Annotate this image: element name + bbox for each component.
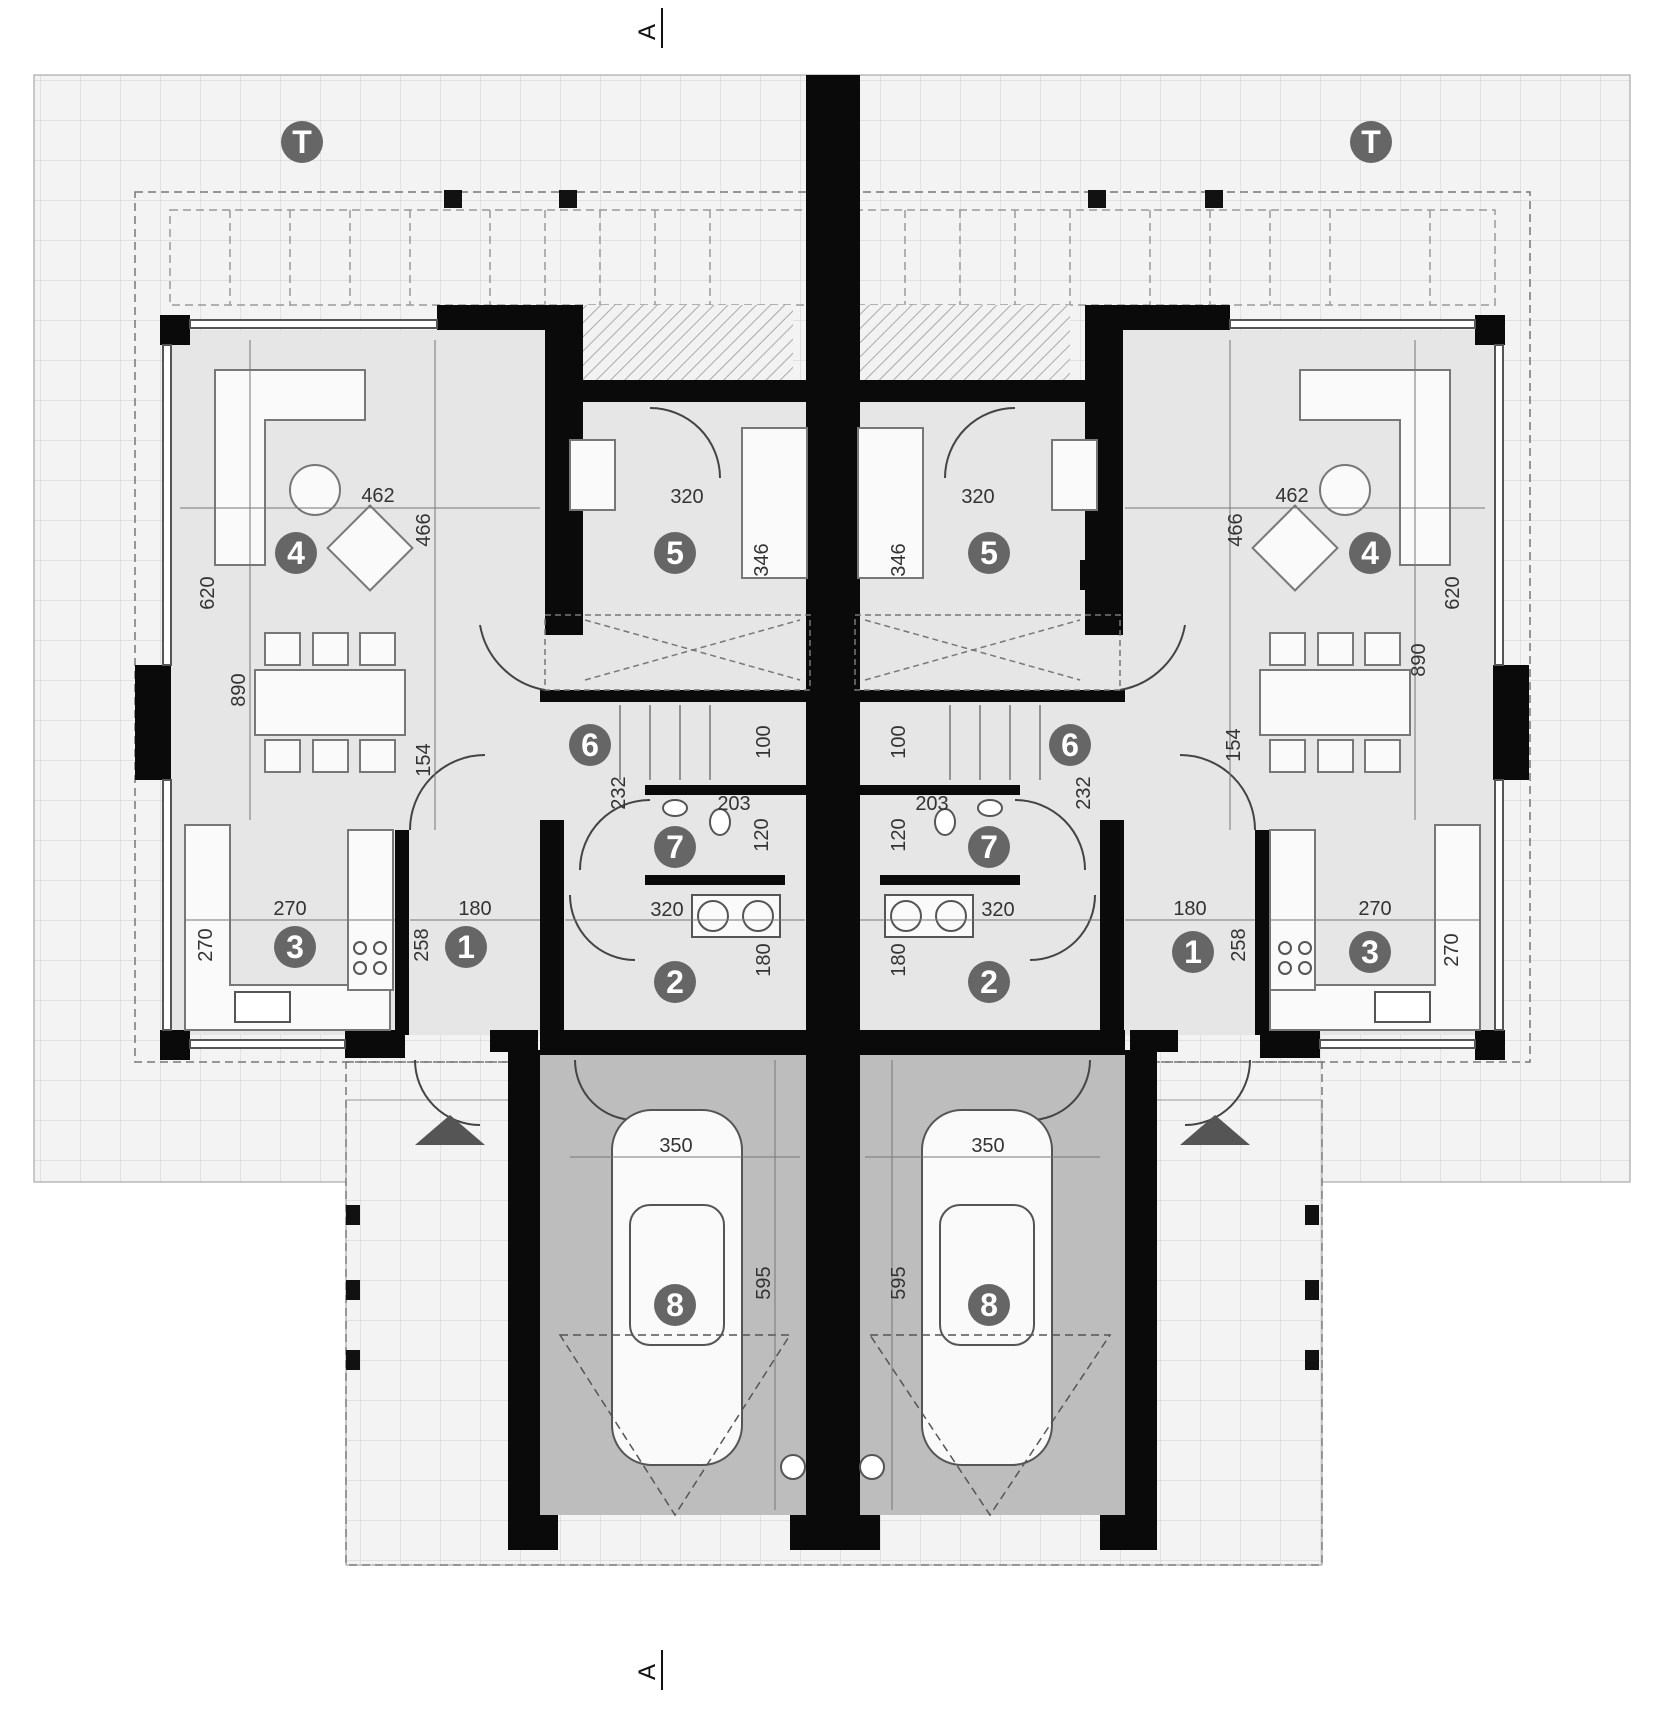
car xyxy=(611,1109,1053,1466)
dimension-labels-left: 462 466 620 890 154 320 346 100 232 203 … xyxy=(195,485,775,1300)
dim-stair: 100 xyxy=(888,725,910,758)
room-badges-right: 4 5 6 7 3 1 2 8 xyxy=(968,532,1391,1326)
dimension-lines xyxy=(180,340,1485,1510)
dim-living-width: 462 xyxy=(361,485,394,507)
dim-entrance-depth: 258 xyxy=(411,928,433,961)
doors xyxy=(409,407,1256,1126)
dim-wc-height: 232 xyxy=(1073,776,1095,809)
room-badge: 2 xyxy=(666,964,684,1000)
dim-living-outer: 620 xyxy=(1442,576,1464,609)
dim-entrance-width: 180 xyxy=(458,898,491,920)
room-badge: 1 xyxy=(457,929,475,965)
dimension-labels-right: 462 466 620 890 154 320 346 100 232 203 … xyxy=(888,485,1464,1300)
dim-room5-depth: 346 xyxy=(751,543,773,576)
dim-room5-width: 320 xyxy=(670,486,703,508)
dim-wc-depth: 120 xyxy=(751,818,773,851)
entrance-arrow xyxy=(415,1115,1250,1145)
room-badge: 4 xyxy=(287,535,305,571)
dim-hall2-depth: 180 xyxy=(753,943,775,976)
room-badge: 4 xyxy=(1361,535,1379,571)
stair-treads xyxy=(619,705,1041,780)
floor-drain xyxy=(780,1454,885,1480)
room-badge: 8 xyxy=(980,1287,998,1323)
room-badges-left: 4 5 6 7 3 1 2 8 xyxy=(274,532,696,1326)
dim-living-width: 462 xyxy=(1275,485,1308,507)
dim-garage-width: 350 xyxy=(971,1135,1004,1157)
dim-living-depth: 466 xyxy=(413,513,435,546)
dim-living-inner: 890 xyxy=(228,673,250,706)
garage-door-swing xyxy=(558,1334,1112,1517)
wc-fixtures xyxy=(662,799,1003,836)
room-badge: 3 xyxy=(286,929,304,965)
room-badge: 2 xyxy=(980,964,998,1000)
roof-outline xyxy=(134,191,1531,1063)
dim-entrance-depth: 258 xyxy=(1228,928,1250,961)
dim-stair: 100 xyxy=(753,725,775,758)
dim-wc-depth: 120 xyxy=(888,818,910,851)
dim-living-outer: 620 xyxy=(197,576,219,609)
dim-kitchen-depth: 270 xyxy=(1441,933,1463,966)
dim-hall2-depth: 180 xyxy=(888,943,910,976)
terrace-marker: T T xyxy=(281,121,1392,163)
dim-garage-depth: 595 xyxy=(753,1266,775,1299)
section-label-top: A xyxy=(634,24,661,40)
room-badge: 7 xyxy=(666,829,684,865)
room-badge: 7 xyxy=(980,829,998,865)
section-label-bottom: A xyxy=(634,1664,661,1680)
dim-kitchen-width: 270 xyxy=(273,898,306,920)
dim-passage: 154 xyxy=(1223,728,1245,761)
room-badge: 8 xyxy=(666,1287,684,1323)
dim-kitchen-width: 270 xyxy=(1358,898,1391,920)
dim-room5-depth: 346 xyxy=(888,543,910,576)
driveway-posts xyxy=(346,1205,1319,1370)
room-badge: 1 xyxy=(1184,934,1202,970)
terrace-marker-label: T xyxy=(1361,124,1381,160)
terrace-marker-label: T xyxy=(292,124,312,160)
kitchen-counter xyxy=(184,824,1481,1031)
stove xyxy=(353,941,1312,975)
walls xyxy=(135,75,1529,1550)
dim-kitchen-depth: 270 xyxy=(195,928,217,961)
dim-hall2-width: 320 xyxy=(981,899,1014,921)
washing-machines xyxy=(691,894,974,938)
sink xyxy=(234,991,1431,1023)
hatched-niche xyxy=(583,305,1070,387)
dim-garage-depth: 595 xyxy=(888,1266,910,1299)
room-badge: 5 xyxy=(980,535,998,571)
bed xyxy=(569,427,1098,579)
room-badge: 6 xyxy=(581,727,599,763)
room-badge: 6 xyxy=(1061,727,1079,763)
pergola-posts xyxy=(444,190,1223,208)
stairs xyxy=(544,614,1121,691)
room-badge: 5 xyxy=(666,535,684,571)
sofa xyxy=(214,369,1451,592)
windows xyxy=(162,319,1504,1049)
dim-wc-width: 203 xyxy=(915,793,948,815)
dining-set xyxy=(254,632,1411,773)
dim-room5-width: 320 xyxy=(961,486,994,508)
dim-wc-width: 203 xyxy=(717,793,750,815)
dim-hall2-width: 320 xyxy=(650,899,683,921)
dim-entrance-width: 180 xyxy=(1173,898,1206,920)
room-badge: 3 xyxy=(1361,934,1379,970)
dim-living-inner: 890 xyxy=(1408,643,1430,676)
dim-passage: 154 xyxy=(413,743,435,776)
dim-wc-height: 232 xyxy=(608,776,630,809)
dim-living-depth: 466 xyxy=(1225,513,1247,546)
dim-garage-width: 350 xyxy=(659,1135,692,1157)
